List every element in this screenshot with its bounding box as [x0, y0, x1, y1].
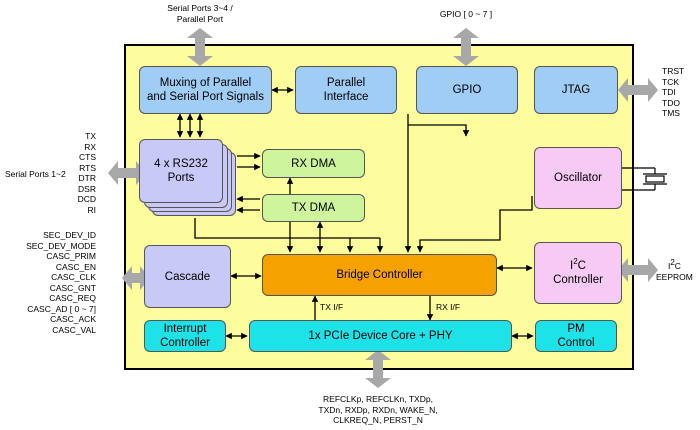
crystal-symbol: [632, 167, 667, 191]
i2c-ext-sup: 2: [670, 258, 675, 268]
uart-signals-label: TX RX CTS RTS DTR DSR DCD RI: [77, 131, 96, 215]
wire-gpio-bus: [408, 124, 470, 137]
pcie-core-block: 1x PCIe Device Core + PHY: [249, 320, 512, 352]
cascade-signals-label: SEC_DEV_ID SEC_DEV_MODE CASC_PRIM CASC_E…: [26, 230, 96, 335]
cascade-label: Cascade: [164, 270, 211, 283]
pcie-label: 1x PCIe Device Core + PHY: [308, 330, 453, 342]
i2c-controller-label: I2C Controller: [553, 257, 603, 287]
oscillator-label: Oscillator: [554, 172, 602, 184]
serial-3-4-label: Serial Ports 3~4 / Parallel Port: [167, 3, 233, 24]
parallel-label: Parallel Interface: [323, 77, 369, 103]
jtag-label: JTAG: [561, 84, 591, 96]
tx-dma-label: TX DMA: [291, 202, 336, 214]
bridge-controller-block: Bridge Controller: [262, 254, 497, 296]
serial-3-4-bus-arrow: [187, 28, 213, 66]
gpio-label: GPIO: [452, 84, 482, 96]
interrupt-controller-block: Interrupt Controller: [144, 320, 226, 352]
gpio-bus-arrow: [453, 28, 479, 66]
tx-if-label: TX I/F: [320, 302, 344, 312]
interrupt-label: Interrupt Controller: [160, 323, 210, 349]
i2c-bus-arrow: [618, 258, 658, 282]
wire-rs232-bridge: [194, 218, 354, 253]
rx-dma-label: RX DMA: [291, 157, 336, 170]
bridge-label: Bridge Controller: [336, 269, 423, 281]
cascade-bus-arrow: [122, 266, 150, 290]
cascade-block: Cascade: [144, 245, 231, 308]
muxing-block: Muxing of Parallel and Serial Port Signa…: [139, 66, 272, 114]
rx-if-label: RX I/F: [436, 302, 461, 312]
muxing-label: Muxing of Parallel and Serial Port Signa…: [147, 77, 264, 103]
pm-label: PM Control: [557, 323, 595, 349]
wire-osc-bridge: [416, 196, 533, 253]
pm-control-block: PM Control: [535, 320, 617, 352]
i2c-controller-block: I2C Controller: [534, 242, 622, 304]
external-bus-arrows: [108, 28, 658, 388]
pcie-signals-label: REFCLKp, REFCLKn, TXDp, TXDn, RXDp, RXDn…: [318, 394, 438, 425]
rx-dma-block: RX DMA: [262, 149, 365, 178]
jtag-block: JTAG: [534, 66, 618, 114]
jtag-bus-arrow: [618, 78, 658, 102]
serial-1-2-bus-arrow: [108, 161, 146, 185]
serial-1-2-label: Serial Ports 1~2: [5, 169, 66, 179]
gpio-top-label: GPIO [ 0 ~ 7 ]: [439, 9, 493, 19]
i2c-ext-suffix: C EEPROM: [656, 261, 693, 282]
i2c-ctrl-prefix: I: [570, 260, 574, 272]
rs232-block: 4 x RS232 Ports: [139, 139, 223, 203]
rs232-label: 4 x RS232 Ports: [154, 158, 208, 184]
oscillator-block: Oscillator: [534, 147, 622, 209]
i2c-eeprom-label: I2C EEPROM: [656, 258, 693, 282]
i2c-ext-prefix: I: [667, 261, 671, 271]
i2c-ctrl-suffix: C Controller: [553, 260, 603, 286]
tx-dma-block: TX DMA: [262, 194, 365, 222]
parallel-interface-block: Parallel Interface: [295, 66, 397, 114]
i2c-ctrl-sup: 2: [573, 257, 578, 267]
pcie-bus-arrow: [365, 350, 391, 388]
gpio-block: GPIO: [416, 66, 518, 114]
jtag-signals-label: TRST TCK TDI TDO TMS: [662, 66, 685, 118]
